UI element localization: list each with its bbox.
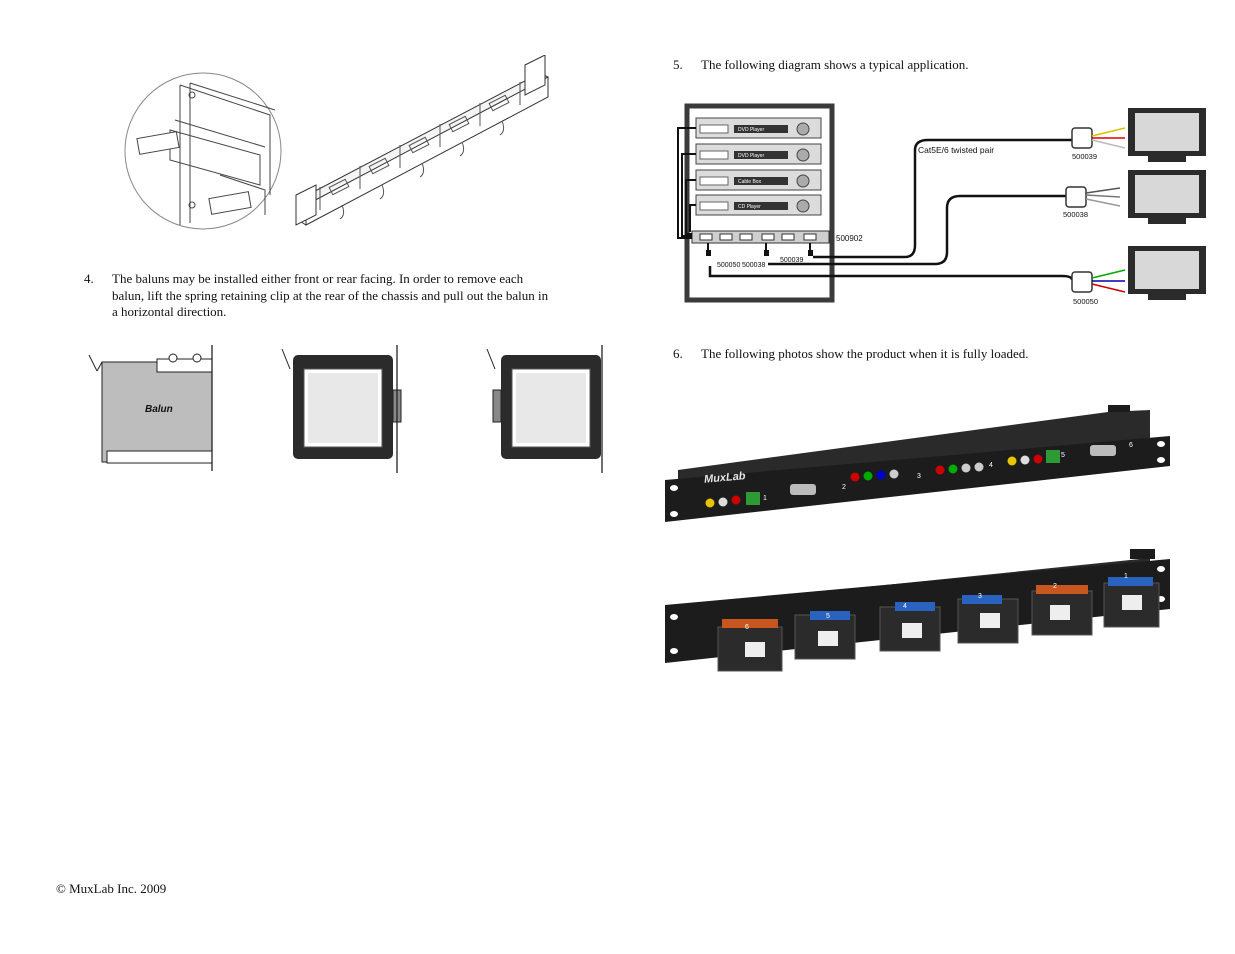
rear-loaded-photo [665,549,1170,672]
step-6-text: The following photos show the product wh… [701,346,1029,361]
step-4-number: 4. [84,271,94,286]
port-label-right: 500039 [780,257,803,264]
front-slot-1: 1 [763,495,767,502]
balun-front-view-2 [486,345,603,473]
cable-label: Cat5E/6 twisted pair [918,145,994,155]
step-4-line-1: The baluns may be installed either front… [112,271,524,286]
step-4-line-2: balun, lift the spring retaining clip at… [112,287,549,303]
balun-side-view [88,345,213,471]
device-label-4: CD Player [738,204,761,210]
rear-slot-1: 1 [1124,573,1128,580]
front-loaded-photo [665,405,1170,522]
port-label-middle: 500038 [742,262,765,269]
step-4-line-3: a horizontal direction. [112,304,227,319]
balun-front-view-1 [281,345,402,473]
step-4: 4. The baluns may be installed either fro… [84,271,604,321]
rack-model-label: 500902 [836,234,863,243]
front-slot-4: 4 [989,462,993,469]
balun-label: Balun [145,404,173,415]
footer-copyright: © MuxLab Inc. 2009 [56,881,167,896]
front-slot-2: 2 [842,484,846,491]
receiver-label-3: 500050 [1073,297,1098,306]
step-5: 5. The following diagram shows a typical … [673,57,969,74]
port-label-left: 500050 [717,262,740,269]
step-6: 6. The following photos show the product … [673,346,1028,363]
chassis-clip-illustration [124,55,550,230]
application-diagram: DVD Player DVD Player Cable Box CD Playe… [677,103,1206,306]
step-5-text: The following diagram shows a typical ap… [701,57,969,72]
rear-slot-4: 4 [903,603,907,610]
front-slot-3: 3 [917,473,921,480]
step-6-number: 6. [673,346,683,361]
device-label-2: DVD Player [738,153,764,159]
receiver-label-1: 500039 [1072,152,1097,161]
front-slot-6: 6 [1129,442,1133,449]
rear-slot-6: 6 [745,624,749,631]
device-label-1: DVD Player [738,127,764,133]
receiver-label-2: 500038 [1063,210,1088,219]
rear-slot-2: 2 [1053,583,1057,590]
step-5-number: 5. [673,57,683,72]
rear-slot-5: 5 [826,613,830,620]
rear-slot-3: 3 [978,593,982,600]
front-slot-5: 5 [1061,452,1065,459]
device-label-3: Cable Box [738,179,762,185]
